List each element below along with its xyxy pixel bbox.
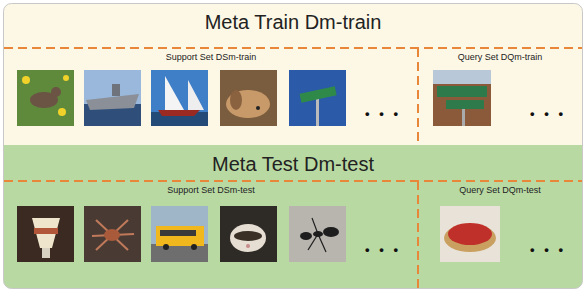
photo — [151, 70, 208, 126]
train-ground — [4, 4, 583, 146]
set-label: Query Set DQm-test — [418, 185, 582, 195]
nose — [256, 106, 260, 110]
query-set-region: Query Set DQm-train — [418, 48, 582, 145]
photo — [440, 206, 500, 262]
sign — [446, 100, 484, 109]
photo-school-bus — [151, 206, 208, 262]
leg — [308, 234, 318, 250]
crust — [444, 224, 496, 252]
stem — [42, 248, 50, 258]
photo-ferret — [220, 206, 277, 262]
sail — [188, 80, 204, 110]
windows — [160, 230, 196, 236]
sky — [433, 70, 491, 84]
photo — [17, 70, 74, 126]
photo-dog — [220, 70, 277, 126]
photo-bird — [17, 70, 74, 126]
outer-frame — [4, 4, 583, 289]
dashed-dividers — [4, 48, 582, 288]
photo — [84, 70, 141, 126]
photo — [289, 206, 346, 262]
wheel — [191, 244, 197, 250]
face — [230, 224, 266, 252]
photo-tart — [440, 206, 500, 262]
ellipsis: • • • — [530, 242, 566, 257]
ant — [323, 227, 339, 237]
meta-test-band: Support Set DSm-testQuery Set DQm-test Me… — [4, 145, 582, 288]
ear — [230, 90, 242, 110]
photo-sailboats — [151, 70, 208, 126]
bird — [51, 87, 61, 97]
band-title: Meta Train Dm-train — [4, 11, 582, 34]
dashed-line — [4, 47, 582, 49]
berries — [448, 223, 492, 245]
flower — [63, 75, 69, 81]
band-grounds — [4, 4, 583, 289]
pole — [462, 109, 465, 126]
flower — [58, 108, 66, 116]
nose — [246, 244, 250, 248]
ship — [112, 84, 120, 96]
sign — [300, 86, 337, 102]
photo-ant — [289, 206, 346, 262]
dog — [226, 90, 270, 118]
photo-parfait — [17, 206, 74, 262]
photo-spider — [84, 206, 141, 262]
road — [151, 244, 208, 262]
query-set-region: Query Set DQm-test — [418, 181, 582, 288]
glass — [32, 218, 60, 248]
photo — [17, 206, 74, 262]
photo — [433, 70, 491, 126]
test-ground — [4, 145, 583, 289]
sign — [437, 86, 487, 97]
photo-building-sign — [433, 70, 491, 126]
ellipsis: • • • — [365, 242, 401, 257]
ship — [86, 94, 139, 110]
photo — [151, 206, 208, 262]
ellipsis: • • • — [365, 106, 401, 121]
set-label: Support Set DSm-test — [4, 185, 418, 195]
meta-train-band: Support Set DSm-trainQuery Set DQm-train… — [4, 4, 582, 145]
support-set-region: Support Set DSm-train — [4, 48, 418, 145]
photo — [220, 206, 277, 262]
body — [104, 229, 120, 241]
leg — [312, 218, 318, 234]
legs — [308, 218, 326, 252]
sail — [165, 76, 184, 110]
dashed-line — [4, 180, 582, 182]
hull — [158, 110, 200, 116]
photo — [289, 70, 346, 126]
wheel — [163, 244, 169, 250]
dashed-line — [417, 181, 419, 288]
ellipsis: • • • — [530, 106, 566, 121]
bus — [156, 226, 204, 246]
leg — [318, 234, 326, 252]
photo — [220, 70, 277, 126]
legs — [92, 220, 134, 250]
set-label: Support Set DSm-train — [4, 52, 418, 62]
photo-street-sign — [289, 70, 346, 126]
layer — [34, 228, 58, 234]
ant — [300, 232, 312, 240]
mask — [234, 231, 262, 241]
band-title: Meta Test Dm-test — [4, 153, 582, 176]
pole — [316, 96, 319, 126]
photo — [84, 206, 141, 262]
photo-ship — [84, 70, 141, 126]
set-label: Query Set DQm-train — [418, 52, 582, 62]
support-set-region: Support Set DSm-test — [4, 181, 418, 288]
flower — [22, 76, 30, 84]
dashed-line — [417, 48, 419, 145]
